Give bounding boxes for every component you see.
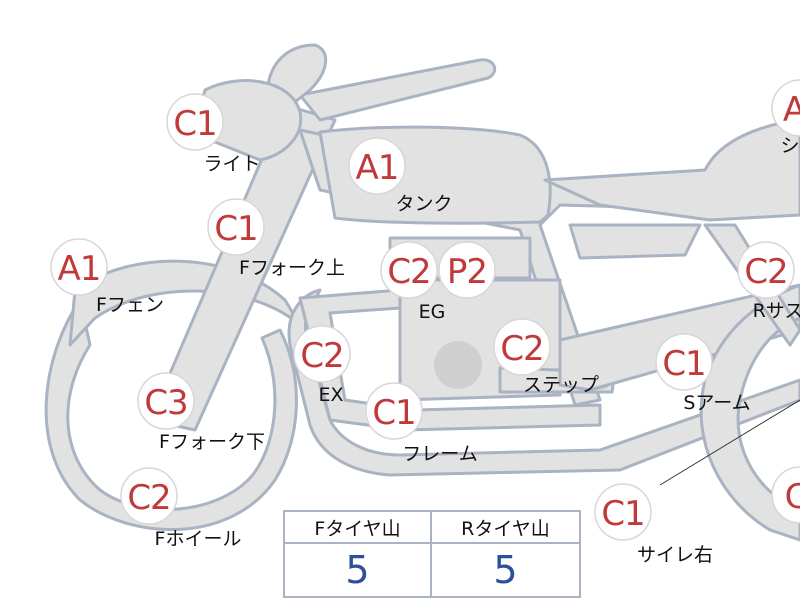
exhaust-label: EX: [318, 384, 343, 406]
seat-shape: [543, 118, 800, 222]
frame-badge: C1: [365, 382, 423, 440]
svg-text:C2: C2: [387, 252, 430, 292]
engine-label: EG: [419, 301, 446, 323]
side-cover-shape: [568, 223, 702, 260]
f-fender-label: Fフェン: [96, 294, 164, 316]
engine-p-badge: P2: [438, 241, 496, 299]
silencer-right-badge: C1: [594, 483, 652, 541]
svg-text:C: C: [785, 477, 800, 517]
svg-text:C1: C1: [601, 494, 644, 534]
f-fork-upper-badge: C1: [207, 198, 265, 256]
engine-cover-dot: [434, 341, 482, 389]
exhaust-badge: C2: [293, 325, 351, 383]
seat-label: シ: [780, 135, 799, 157]
rear-tire-value: 5: [493, 548, 518, 592]
handlebar-shape: [298, 58, 497, 122]
step-label: ステップ: [523, 374, 599, 396]
svg-text:P2: P2: [447, 252, 487, 292]
light-label: ライト: [203, 153, 260, 175]
s-arm-label: Sアーム: [683, 392, 750, 414]
svg-text:A1: A1: [58, 249, 101, 289]
frame-label: フレーム: [402, 443, 477, 465]
svg-text:C1: C1: [662, 344, 705, 384]
svg-text:A1: A1: [356, 148, 399, 188]
seat-badge: A: [771, 79, 800, 137]
f-fork-lower-label: Fフォーク下: [159, 431, 265, 453]
svg-text:C2: C2: [500, 329, 543, 369]
r-wheel-badge: C: [771, 466, 800, 524]
rear-wheel-shape: [699, 283, 800, 542]
svg-text:C2: C2: [127, 478, 170, 518]
f-wheel-label: Fホイール: [155, 528, 242, 550]
f-fender-badge: A1: [50, 238, 108, 296]
tank-label: タンク: [395, 193, 452, 215]
s-arm-badge: C1: [655, 333, 713, 391]
silencer-leader-line: [659, 399, 800, 486]
step-badge: C2: [493, 318, 551, 376]
f-fork-lower-badge: C3: [137, 372, 195, 430]
engine-badge: C2: [380, 241, 438, 299]
front-tire-header: Fタイヤ山: [285, 512, 432, 544]
svg-text:C3: C3: [144, 383, 187, 423]
f-fork-upper-label: Fフォーク上: [239, 257, 345, 279]
tank-badge: A1: [348, 137, 406, 195]
rear-tire-header: Rタイヤ山: [432, 512, 579, 544]
r-susp-badge: C2: [737, 241, 795, 299]
mirror-shape: [266, 43, 328, 104]
front-tire-value: 5: [285, 544, 432, 596]
light-badge: C1: [166, 93, 224, 151]
tire-tread-table: Fタイヤ山 Rタイヤ山 5 5: [283, 510, 581, 598]
svg-text:C2: C2: [300, 336, 343, 376]
r-susp-label: Rサス: [753, 300, 800, 322]
f-wheel-badge: C2: [120, 467, 178, 525]
svg-text:C1: C1: [372, 393, 415, 433]
svg-text:C1: C1: [173, 104, 216, 144]
svg-text:C1: C1: [214, 209, 257, 249]
svg-text:C2: C2: [744, 252, 787, 292]
silencer-right-label: サイレ右: [637, 544, 713, 566]
svg-text:A: A: [783, 90, 800, 130]
